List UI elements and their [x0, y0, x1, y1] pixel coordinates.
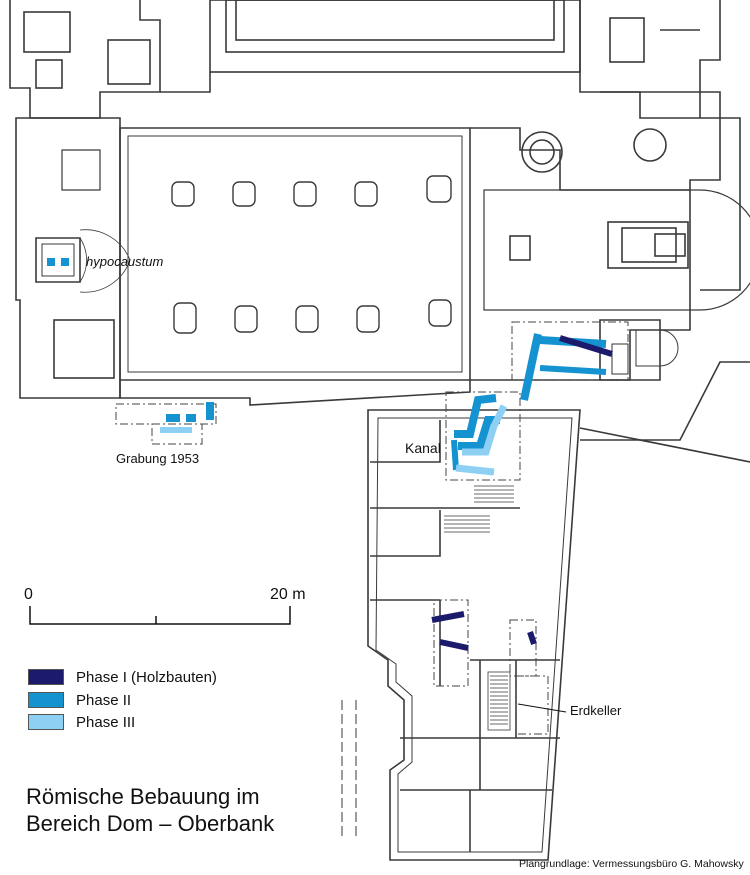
legend-item-phase-1: Phase I (Holzbauten) — [28, 668, 217, 686]
legend-swatch-phase-1 — [28, 669, 64, 685]
erdkeller-leader — [517, 703, 567, 713]
stairs — [444, 485, 514, 731]
kanal-label: Kanal — [405, 440, 441, 456]
scale-start-label: 0 — [24, 586, 33, 603]
nave-pillars — [171, 175, 452, 334]
phase-II-blocks — [47, 258, 214, 422]
excavation-outlines — [115, 321, 629, 735]
legend-label-phase-2: Phase II — [76, 691, 132, 709]
legend-swatch-phase-2 — [28, 692, 64, 708]
hatched-area — [611, 343, 629, 375]
map-title: Römische Bebauung im Bereich Dom – Oberb… — [26, 783, 274, 837]
erdkeller-label: Erdkeller — [570, 703, 622, 718]
grabung-label: Grabung 1953 — [116, 451, 200, 466]
scale-end-label: 20 m — [270, 586, 306, 603]
map-title-line-1: Römische Bebauung im — [26, 784, 260, 809]
building-outlines — [9, 0, 750, 861]
legend-swatch-phase-3 — [28, 714, 64, 730]
map-credit: Plangrundlage: Vermessungsbüro G. Mahows… — [519, 858, 744, 870]
hypocaustum-label: hypocaustum — [86, 254, 164, 269]
legend-label-phase-3: Phase III — [76, 713, 136, 731]
phase-III-walls — [160, 404, 508, 476]
scale-bar — [29, 606, 291, 625]
legend-item-phase-2: Phase II — [28, 691, 131, 709]
legend-label-phase-1: Phase I (Holzbauten) — [76, 668, 217, 686]
legend-item-phase-3: Phase III — [28, 713, 135, 731]
map-title-line-2: Bereich Dom – Oberbank — [26, 811, 275, 836]
phase-II-walls — [451, 333, 607, 471]
phase-I-walls — [431, 335, 613, 651]
